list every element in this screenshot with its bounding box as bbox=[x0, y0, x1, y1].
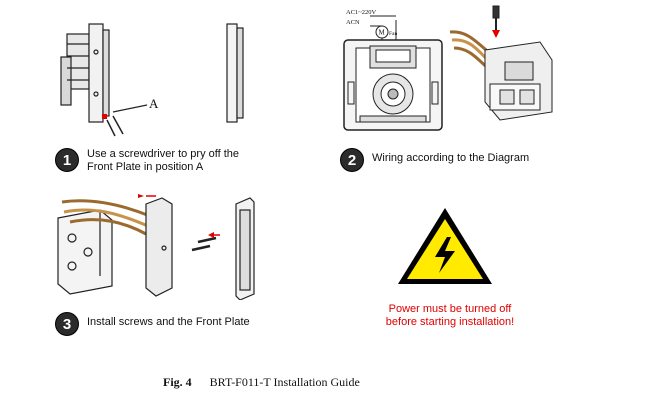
step-1-text: Use a screwdriver to pry off the Front P… bbox=[87, 148, 240, 173]
step3-illustration bbox=[57, 194, 255, 300]
label-motor: M bbox=[379, 29, 386, 37]
step-number-2: 2 bbox=[340, 148, 364, 172]
step-2: 2 Wiring according to the Diagram bbox=[340, 148, 529, 172]
figure-caption: Fig. 4 BRT-F011-T Installation Guide bbox=[163, 375, 360, 390]
power-warning-text: Power must be turned off before starting… bbox=[385, 303, 515, 328]
step-1: 1 Use a screwdriver to pry off the Front… bbox=[55, 148, 239, 174]
label-a: A bbox=[149, 96, 159, 111]
label-ac-line: AC1~220V bbox=[346, 9, 377, 16]
step1-illustration: A bbox=[60, 23, 244, 137]
high-voltage-warning-icon bbox=[398, 208, 492, 284]
step-2-text: Wiring according to the Diagram bbox=[372, 152, 530, 164]
figure-number: Fig. 4 bbox=[163, 375, 192, 389]
label-fan: Fan bbox=[389, 31, 398, 37]
figure-title: BRT-F011-T Installation Guide bbox=[209, 375, 360, 389]
step-number-1: 1 bbox=[55, 148, 79, 172]
step-3: 3 Install screws and the Front Plate bbox=[55, 312, 250, 336]
step-3-text: Install screws and the Front Plate bbox=[87, 316, 250, 328]
step2-illustration: AC1~220V ACN M Fan bbox=[343, 5, 553, 131]
label-acn: ACN bbox=[346, 19, 360, 26]
step-number-3: 3 bbox=[55, 312, 79, 336]
